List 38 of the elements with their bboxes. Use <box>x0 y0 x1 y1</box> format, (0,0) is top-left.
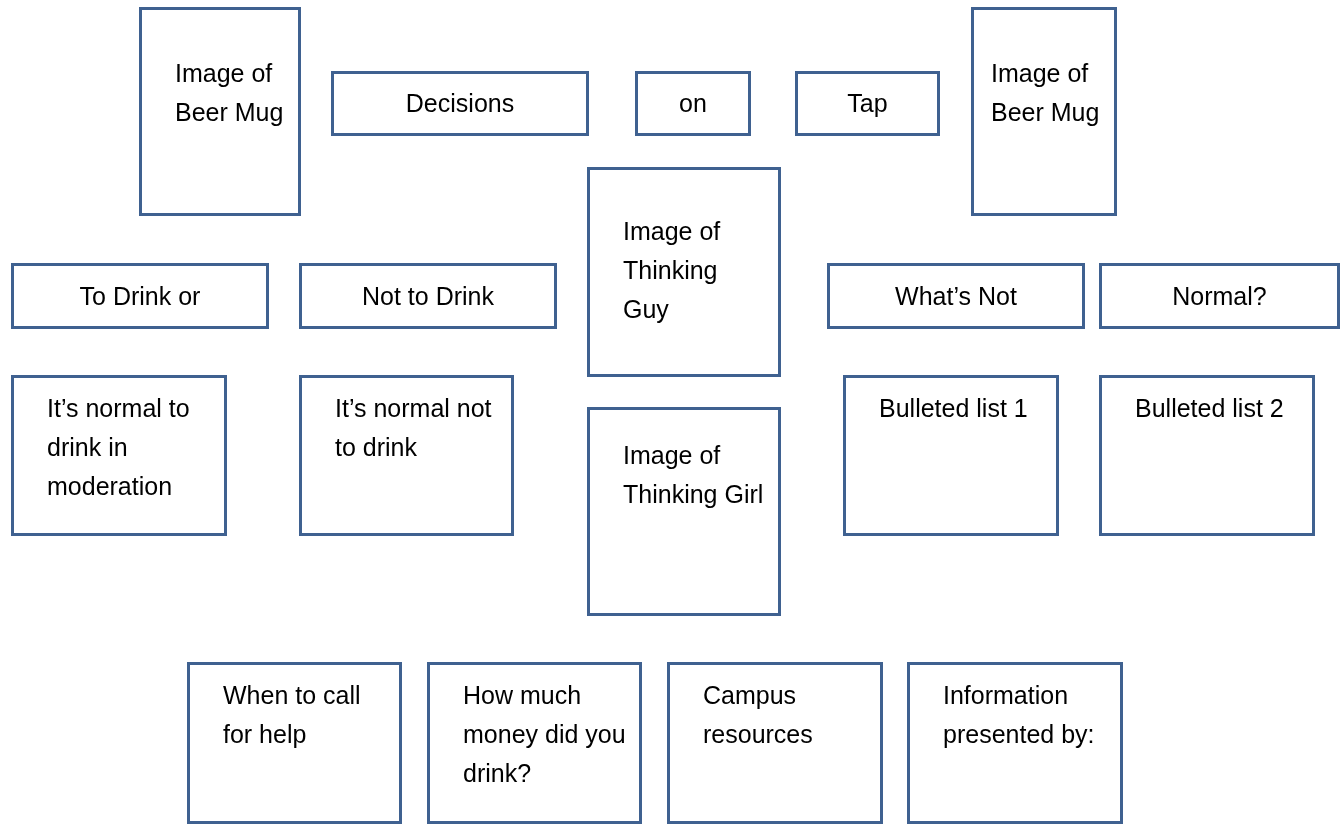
content-box <box>427 662 642 824</box>
content-box <box>971 7 1117 216</box>
content-box <box>587 407 781 616</box>
content-box <box>139 7 301 216</box>
box-text: To Drink or <box>79 280 201 312</box>
content-box <box>11 375 227 536</box>
title-box <box>299 263 557 329</box>
box-text: How much money did you drink? <box>463 680 627 789</box>
box-text: Decisions <box>405 88 515 119</box>
box-text: Image of Beer Mug <box>175 58 285 128</box>
box-text: It’s normal to drink in moderation <box>47 393 191 502</box>
box-text: on <box>679 88 707 119</box>
title-box <box>795 71 940 136</box>
box-text: Normal? <box>1172 280 1267 312</box>
box-text: Not to Drink <box>362 280 494 312</box>
title-box <box>827 263 1085 329</box>
box-text: Tap <box>847 88 888 119</box>
box-text: Image of Beer Mug <box>991 58 1101 128</box>
box-text: It’s normal not to drink <box>335 393 493 463</box>
title-box <box>331 71 589 136</box>
content-box <box>187 662 402 824</box>
content-box <box>667 662 883 824</box>
content-box <box>907 662 1123 824</box>
title-box <box>635 71 751 136</box>
box-text: Information presented by: <box>943 680 1096 750</box>
box-text: Bulleted list 2 <box>1135 393 1284 424</box>
title-box <box>1099 263 1340 329</box>
box-text: Image of Thinking Girl <box>623 440 765 510</box>
box-text: Campus resources <box>703 680 814 750</box>
content-box <box>587 167 781 377</box>
box-text: Image of Thinking Guy <box>623 216 722 325</box>
content-box <box>843 375 1059 536</box>
box-text: What’s Not <box>895 280 1017 312</box>
title-box <box>11 263 269 329</box>
box-text: When to call for help <box>223 680 362 750</box>
content-box <box>299 375 514 536</box>
box-text: Bulleted list 1 <box>879 393 1028 424</box>
content-box <box>1099 375 1315 536</box>
